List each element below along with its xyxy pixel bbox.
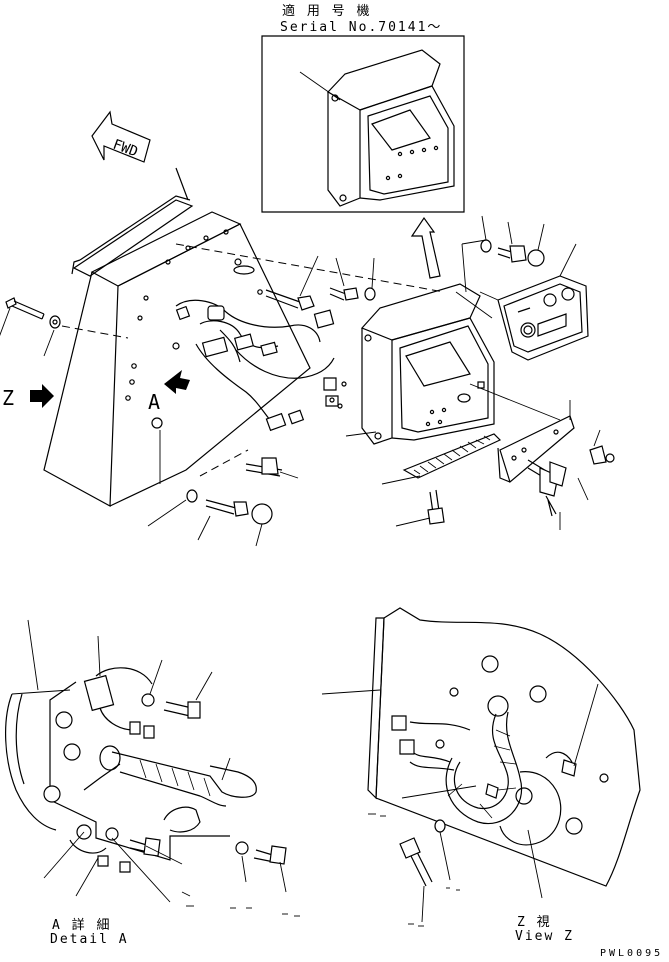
serial-number-label: Serial No.70141～ [280,20,443,35]
detail-a-marker-label: A [148,390,163,414]
view-z-caption-en: View Z [515,929,574,944]
console-body [44,168,444,506]
solid-arrow-icon [30,384,54,408]
up-arrow-icon [412,218,440,278]
fwd-label: FWD [111,137,140,161]
wiring-harness [173,300,346,430]
instrument-cover [346,284,494,444]
lower-bolt-set [148,430,272,546]
solid-arrow-icon-detail [164,370,190,394]
drawing-code: PWL0095 [600,948,664,959]
view-z-marker-label: Z [2,386,17,410]
detail-a-caption-jp: A 詳 細 [52,918,112,933]
detail-a-view [6,620,286,902]
panel-fasteners [462,216,544,292]
gauge-panel [456,244,588,360]
applicable-serial-label-jp: 適 用 号 機 [282,4,372,19]
detail-a-caption-en: Detail A [50,932,129,947]
center-bolts [246,256,375,478]
callout-tails [186,814,460,926]
view-z-caption-jp: Z 視 [517,915,552,930]
inset-panel [262,36,464,212]
view-z-panel [322,608,640,922]
outline-arrow-icon: FWD [92,112,150,162]
bolt-left [0,298,60,356]
switch-bracket [470,384,614,530]
hatched-plate [382,434,500,526]
